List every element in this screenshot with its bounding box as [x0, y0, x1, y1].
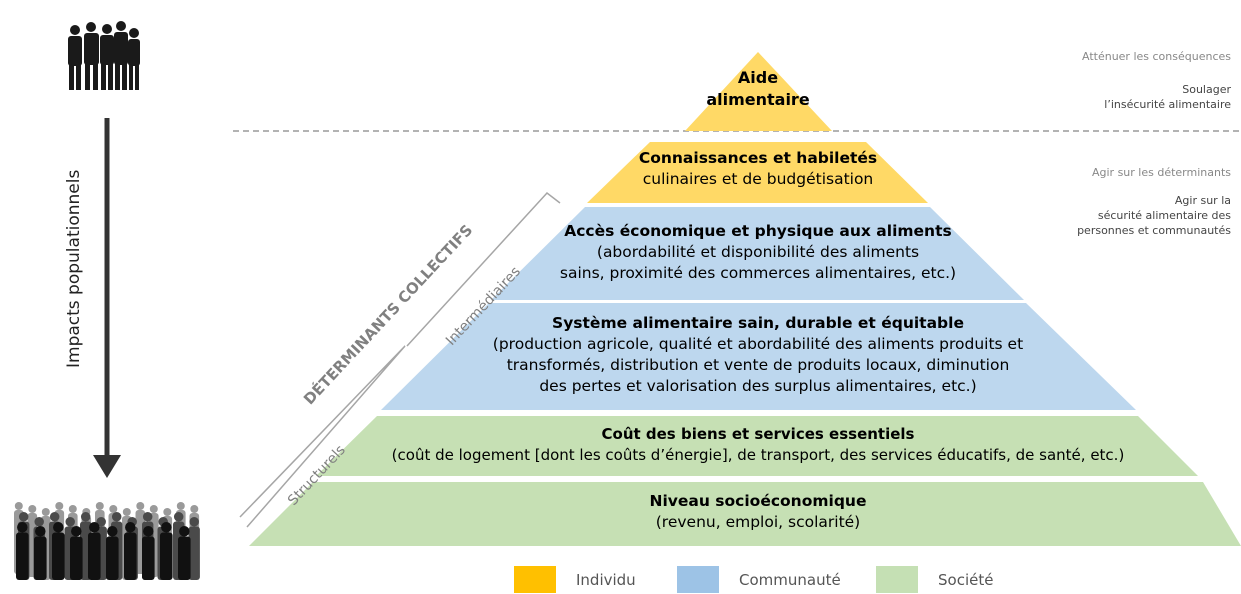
attenuer-heading: Atténuer les conséquences [1082, 50, 1231, 63]
person-body [178, 536, 191, 580]
impacts-populationnels-label: Impacts populationnels [64, 169, 84, 368]
person-head [41, 508, 50, 516]
level-connaissances-line2: culinaires et de budgétisation [642, 170, 874, 188]
level-cout-line2: (coût de logement [dont les coûts d’éner… [391, 446, 1125, 464]
person-head [96, 517, 106, 527]
bracket-structurels [239, 345, 406, 528]
person-head [173, 512, 184, 522]
level-acces-line3: sains, proximité des commerces alimentai… [559, 264, 957, 282]
person-body [106, 536, 119, 580]
level-acces: Accès économique et physique aux aliment… [480, 221, 1036, 284]
agir-line1: Agir sur la [1174, 194, 1231, 207]
legend-communaute-label: Communauté [739, 570, 841, 589]
person-body [16, 532, 29, 580]
person-head [53, 522, 64, 533]
agir-line3: personnes et communautés [1077, 224, 1231, 237]
person-head [136, 502, 145, 510]
agir-note: Agir sur la sécurité alimentaire des per… [1077, 193, 1231, 238]
soulager-line2: l’insécurité alimentaire [1104, 98, 1231, 111]
legend-societe-swatch [876, 566, 918, 593]
soulager-line1: Soulager [1182, 83, 1231, 96]
legend-communaute: Communauté [677, 566, 841, 593]
person-head [176, 502, 185, 510]
level-systeme-line2: (production agricole, qualité et abordab… [492, 335, 1024, 353]
level-cout: Coût des biens et services essentiels (c… [330, 424, 1186, 466]
person-head [49, 512, 60, 522]
level-systeme-line4: des pertes et valorisation des surplus a… [539, 377, 977, 395]
person-body [142, 536, 155, 580]
level-aide-title: Aide [737, 68, 779, 87]
person-body [34, 536, 47, 580]
legend-individu: Individu [514, 566, 636, 593]
person-head [142, 512, 153, 522]
level-acces-shape [491, 207, 1024, 300]
legend-individu-label: Individu [576, 570, 636, 589]
person-body [52, 532, 65, 580]
level-systeme-shape [381, 303, 1136, 410]
person-head [17, 522, 28, 533]
person-head [18, 512, 29, 522]
level-cout-shape [316, 416, 1198, 476]
legend-individu-swatch [514, 566, 556, 593]
down-arrow-head [93, 455, 121, 478]
person-head [122, 508, 131, 516]
person-head [111, 512, 122, 522]
person-body [88, 532, 101, 580]
person-body [188, 526, 200, 580]
person-head [68, 505, 77, 513]
person-head [89, 522, 100, 533]
level-systeme-line3: transformés, distribution et vente de pr… [506, 356, 1010, 374]
level-systeme: Système alimentaire sain, durable et équ… [420, 313, 1096, 397]
person-head [14, 502, 23, 510]
legend-societe-label: Société [938, 570, 994, 589]
person-body [124, 532, 137, 580]
person-head [179, 526, 190, 537]
level-aide-line2: alimentaire [706, 90, 810, 109]
person-head [28, 505, 37, 513]
level-connaissances: Connaissances et habiletés culinaires et… [560, 148, 956, 190]
person-head [95, 502, 104, 510]
level-acces-line2: (abordabilité et disponibilité des alime… [596, 243, 920, 261]
person-head [190, 505, 199, 513]
legend-communaute-swatch [677, 566, 719, 593]
person-head [125, 522, 136, 533]
legend-societe: Société [876, 566, 993, 593]
soulager-note: Soulager l’insécurité alimentaire [1104, 82, 1231, 112]
person-head [35, 526, 46, 537]
level-cout-title: Coût des biens et services essentiels [601, 425, 915, 443]
bracket-intermediaires [406, 191, 561, 347]
person-head [107, 526, 118, 537]
person-head [80, 512, 91, 522]
person-body [160, 532, 173, 580]
large-crowd-icon [14, 502, 200, 580]
level-aide: Aide alimentaire [690, 67, 826, 111]
person-head [55, 502, 64, 510]
person-body [70, 536, 83, 580]
level-socio-shape [249, 482, 1241, 546]
level-systeme-title: Système alimentaire sain, durable et équ… [552, 314, 964, 332]
level-socio: Niveau socioéconomique (revenu, emploi, … [500, 491, 1016, 533]
level-aide-shape [685, 52, 832, 131]
level-connaissances-title: Connaissances et habiletés [638, 149, 878, 167]
level-socio-line2: (revenu, emploi, scolarité) [655, 513, 861, 531]
person-head [189, 517, 199, 527]
level-acces-title: Accès économique et physique aux aliment… [564, 222, 952, 240]
person-head [34, 517, 44, 527]
level-socio-title: Niveau socioéconomique [649, 492, 867, 510]
small-crowd-icon [68, 21, 140, 90]
agir-line2: sécurité alimentaire des [1097, 209, 1231, 222]
person-head [143, 526, 154, 537]
person-head [161, 522, 172, 533]
agir-heading: Agir sur les déterminants [1091, 166, 1231, 179]
person-head [149, 505, 158, 513]
person-head [71, 526, 82, 537]
person-head [65, 517, 75, 527]
person-head [109, 505, 118, 513]
level-connaissances-shape [587, 142, 928, 203]
person-head [163, 508, 172, 516]
